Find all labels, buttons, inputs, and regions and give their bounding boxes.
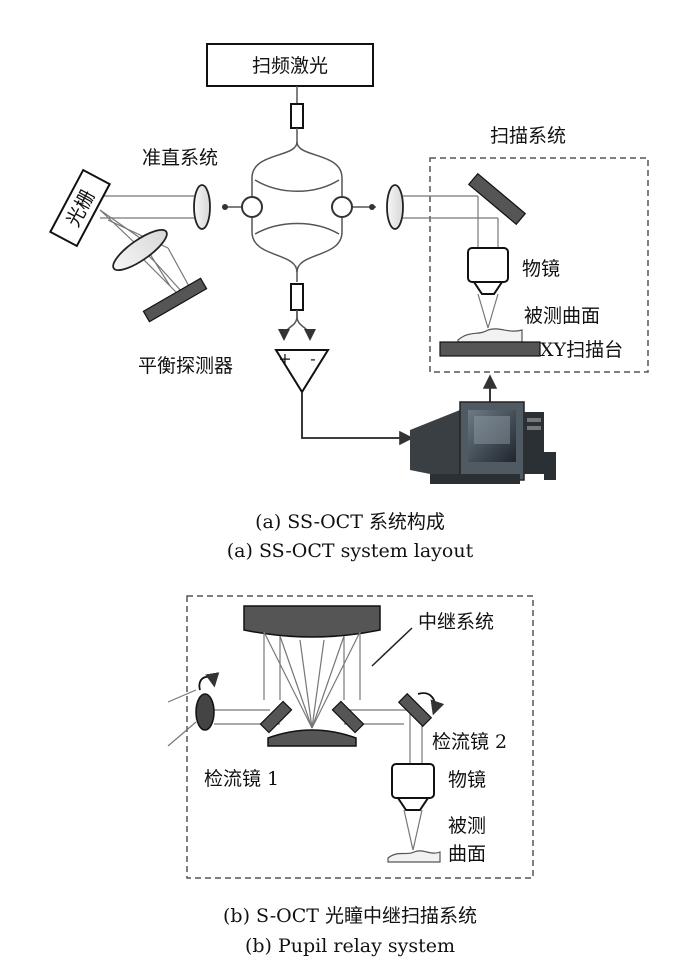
- objective-b: [391, 763, 435, 851]
- figure-b: 中继系统: [167, 595, 534, 957]
- caption-a-zh: (a) SS-OCT 系统构成: [255, 511, 445, 533]
- balanced-detector-label: 平衡探测器: [138, 355, 233, 377]
- measured-surface-b: [387, 850, 441, 863]
- measured-surface-label-a: 被测曲面: [524, 305, 600, 327]
- fiber-circulator-right: [331, 196, 353, 218]
- dispersion-lens: [112, 229, 168, 271]
- relay-system-label: 中继系统: [418, 611, 494, 633]
- grating: 光栅: [48, 168, 112, 248]
- xy-stage: [439, 341, 541, 357]
- objective-a: [467, 247, 509, 329]
- objective-label-a: 物镜: [522, 258, 560, 280]
- fiber-connector-bottom: [290, 283, 304, 311]
- scan-mirror: [467, 172, 527, 226]
- fiber-connector-top: [290, 103, 304, 129]
- fiber-coupler-network: [222, 141, 376, 282]
- balanced-detector: + -: [274, 349, 330, 394]
- signal-cable: [301, 392, 414, 446]
- fiber-circulator-left: [241, 196, 263, 218]
- xy-stage-label: XY扫描台: [540, 339, 623, 361]
- convex-mirror: [267, 729, 357, 747]
- computer-icon: [410, 401, 556, 484]
- collimation-label: 准直系统: [142, 147, 218, 169]
- swept-laser-label: 扫频激光: [252, 55, 328, 77]
- objective-label-b: 物镜: [448, 769, 486, 791]
- collimation-lens-left: [193, 184, 211, 230]
- detector-plus: +: [278, 349, 291, 368]
- caption-b-zh: (b) S-OCT 光瞳中继扫描系统: [223, 905, 477, 927]
- input-lens: [195, 693, 215, 731]
- concave-mirror: [243, 605, 381, 638]
- rotation-arrow-galvo2: [417, 692, 445, 716]
- galvo-mirror-1: [259, 700, 293, 734]
- collimation-lens-right: [386, 184, 404, 230]
- galvo1-label: 检流镜 1: [204, 768, 279, 790]
- surface-label-b-line1: 被测: [448, 815, 486, 837]
- caption-b-en: (b) Pupil relay system: [245, 935, 455, 957]
- scan-system-label: 扫描系统: [490, 125, 566, 147]
- galvo2-label: 检流镜 2: [432, 731, 507, 753]
- rotation-arrow-input: [198, 672, 220, 691]
- figure-a: 扫频激光 + - 平衡探测器: [48, 43, 649, 562]
- detector-minus: -: [310, 349, 315, 368]
- relay-system-box: [186, 595, 534, 879]
- caption-a-en: (a) SS-OCT system layout: [227, 540, 474, 562]
- relay-fold-mirror: [331, 700, 365, 734]
- surface-label-b-line2: 曲面: [448, 843, 486, 865]
- swept-laser-source: 扫频激光: [206, 43, 374, 87]
- measured-surface-a: [457, 328, 523, 343]
- galvo-mirror-2: [397, 692, 433, 728]
- reference-mirror: [142, 277, 208, 323]
- scan-system-box: [429, 157, 649, 373]
